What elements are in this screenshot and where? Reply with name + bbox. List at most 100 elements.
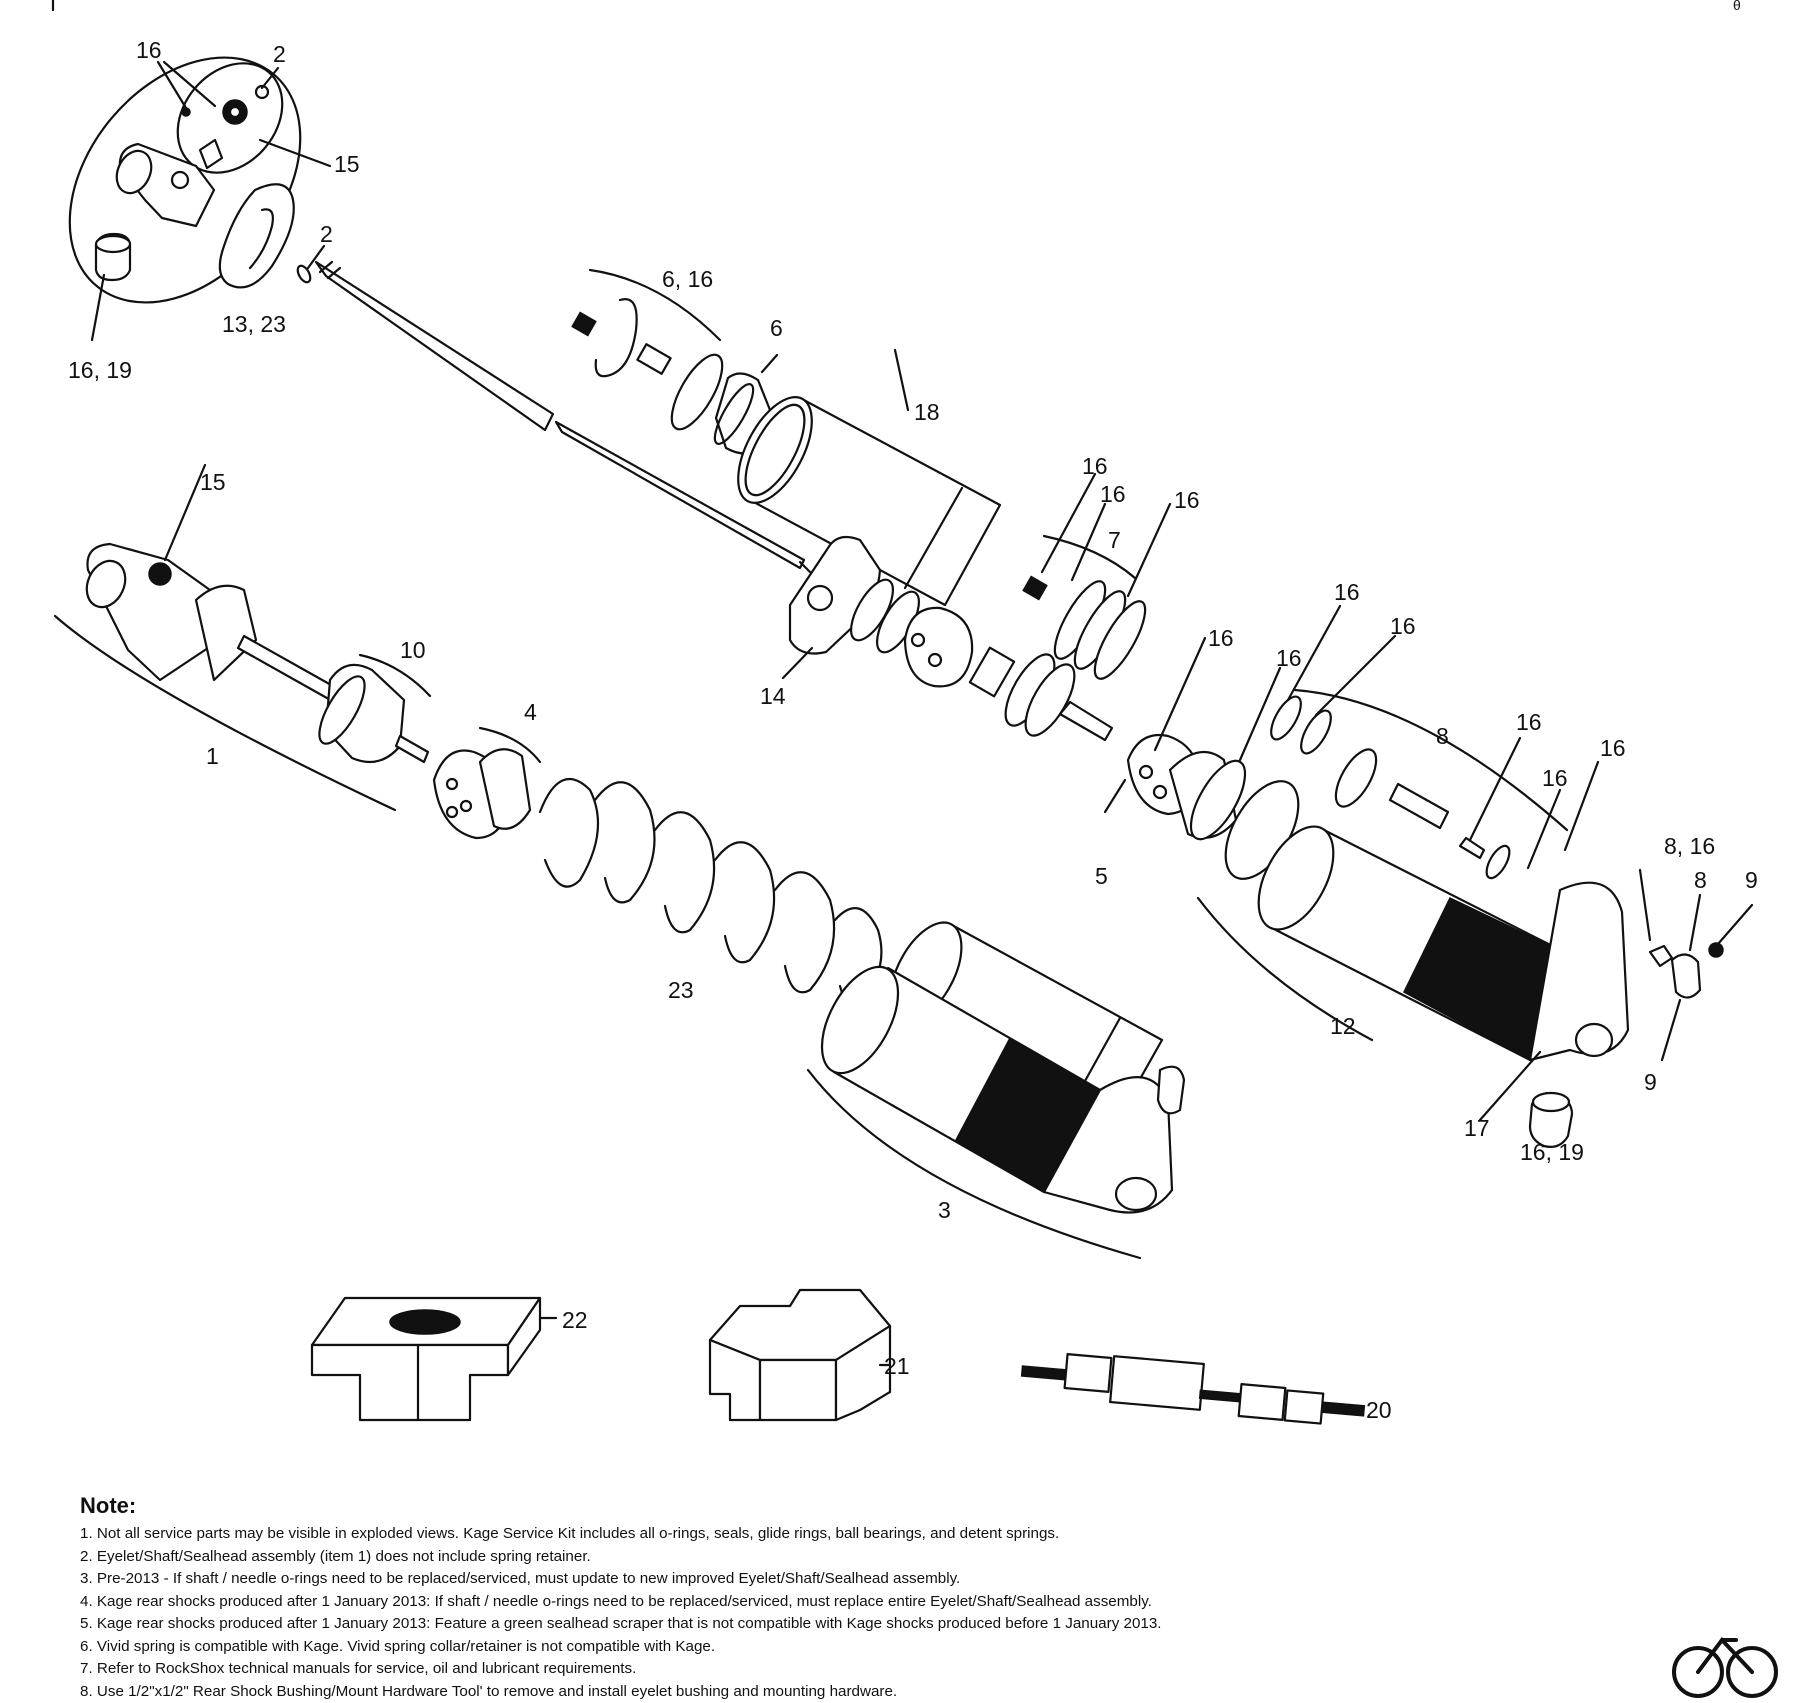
callout-22: 22 — [562, 1307, 588, 1333]
callout-18: 18 — [914, 399, 940, 425]
valve-body-part — [1388, 782, 1450, 830]
coil-3 — [653, 811, 716, 934]
leader-5 — [1103, 778, 1127, 814]
callout-17: 17 — [1464, 1115, 1490, 1141]
leader-16-c — [1126, 502, 1172, 598]
sealhead-port-1 — [1138, 764, 1154, 780]
piston-bolt — [1058, 700, 1114, 742]
shock-body-end — [820, 965, 900, 1075]
valve-ring-3 — [1334, 748, 1378, 808]
tool-20-rod — [1198, 1389, 1242, 1403]
collar-ring — [478, 748, 532, 830]
sealhead-left-stem — [394, 734, 430, 764]
callout-16-i: 16 — [1600, 735, 1626, 761]
coil-4 — [713, 841, 776, 964]
shaft-o-ring-part — [296, 264, 312, 284]
tool-21 — [708, 1288, 892, 1422]
callout-16-d: 16 — [1208, 625, 1234, 651]
small-ball-part — [181, 107, 191, 117]
bracket-1 — [53, 614, 397, 812]
piston-port-1 — [910, 632, 926, 648]
valve-ring-2 — [1300, 709, 1332, 755]
note-item: 2. Eyelet/Shaft/Sealhead assembly (item … — [80, 1547, 591, 1565]
compression-adjuster-group — [571, 268, 784, 455]
reservoir-band — [903, 486, 964, 590]
callout-16-19-top: 16, 19 — [68, 357, 132, 383]
callout-21: 21 — [884, 1353, 910, 1379]
coil-1 — [538, 778, 600, 888]
damper-shaft-body — [314, 260, 555, 432]
bracket-4 — [478, 726, 542, 764]
valve-ring-4 — [1485, 844, 1511, 880]
callout-20: 20 — [1366, 1397, 1392, 1423]
main-piston-body — [903, 606, 974, 688]
mount-bolt — [1648, 944, 1674, 968]
valve-pin — [1458, 836, 1486, 860]
needle-tip — [798, 560, 812, 574]
adjuster-valve-part — [636, 343, 672, 375]
note-item: 3. Pre-2013 - If shaft / needle o-rings … — [80, 1570, 961, 1587]
callout-16-f: 16 — [1390, 613, 1416, 639]
corner-mark-glyph: θ — [1733, 0, 1741, 13]
leader-16-b — [1070, 502, 1107, 582]
callout-9-top: 9 — [1745, 867, 1758, 893]
piston-nut — [968, 646, 1016, 698]
leader-16-top-1 — [156, 60, 188, 110]
tool-22-side — [506, 1296, 542, 1377]
body-eyelet-hole — [1574, 1022, 1614, 1058]
callout-16-b: 16 — [1100, 481, 1126, 507]
bicycle-wheel-right — [1726, 1646, 1778, 1698]
needle-body — [554, 420, 806, 570]
eyelet-left-hole — [85, 559, 127, 609]
callout-16-top: 16 — [136, 37, 162, 63]
tool-21-right — [834, 1324, 892, 1422]
body-cylinder-end — [1257, 825, 1335, 931]
callout-12: 12 — [1330, 1013, 1356, 1039]
leader-16-e — [1286, 604, 1342, 702]
leader-16-g — [1238, 666, 1282, 762]
valve-group-8 — [1238, 604, 1600, 880]
callout-2-mid: 2 — [320, 221, 333, 247]
callout-15-left: 15 — [200, 469, 226, 495]
leader-9-top — [1716, 903, 1754, 946]
bicycle-wheel-left — [1672, 1646, 1724, 1698]
callout-13-23: 13, 23 — [222, 311, 286, 337]
shock-body-12 — [1196, 780, 1754, 1148]
mount-nut — [1670, 953, 1702, 999]
leader-16-f — [1314, 634, 1397, 717]
ifp-seal-group-7 — [1022, 472, 1172, 680]
callout-23: 23 — [668, 977, 694, 1003]
eyelet-port — [170, 170, 190, 190]
callout-16-e: 16 — [1334, 579, 1360, 605]
leader-16-h — [1468, 736, 1522, 842]
callout-6-16: 6, 16 — [662, 266, 713, 292]
leader-16-j — [1526, 788, 1562, 870]
callout-14: 14 — [760, 683, 786, 709]
callout-15-top: 15 — [334, 151, 360, 177]
shaft-thread-1 — [318, 260, 334, 274]
callout-6: 6 — [770, 315, 783, 341]
leader-14 — [781, 646, 814, 680]
tool-20-thread-left — [1020, 1365, 1070, 1381]
leader-8-right — [1688, 893, 1702, 952]
spring-retainer-13-23 — [218, 183, 295, 289]
callout-16-h: 16 — [1516, 709, 1542, 735]
shaft-thread-2 — [326, 266, 342, 280]
bicycle-logo — [1672, 1636, 1778, 1698]
bridge-cap-hole — [806, 584, 834, 612]
note-item: 5. Kage rear shocks produced after 1 Jan… — [80, 1615, 1162, 1632]
callout-4: 4 — [524, 699, 537, 725]
reservoir-end-open — [737, 396, 813, 504]
coil-2 — [593, 781, 656, 904]
leader-2-top — [260, 66, 280, 90]
leader-15-left — [163, 463, 207, 562]
shock-adjuster — [1156, 1065, 1186, 1115]
callout-16-c: 16 — [1174, 487, 1200, 513]
bridge-cap-14 — [781, 535, 882, 680]
leader-8-16 — [1638, 868, 1652, 942]
leader-16-d — [1153, 636, 1207, 752]
collar-port-3 — [445, 805, 459, 819]
spring-retainer-outline — [218, 183, 295, 289]
eyelet-detail-group — [68, 56, 302, 342]
